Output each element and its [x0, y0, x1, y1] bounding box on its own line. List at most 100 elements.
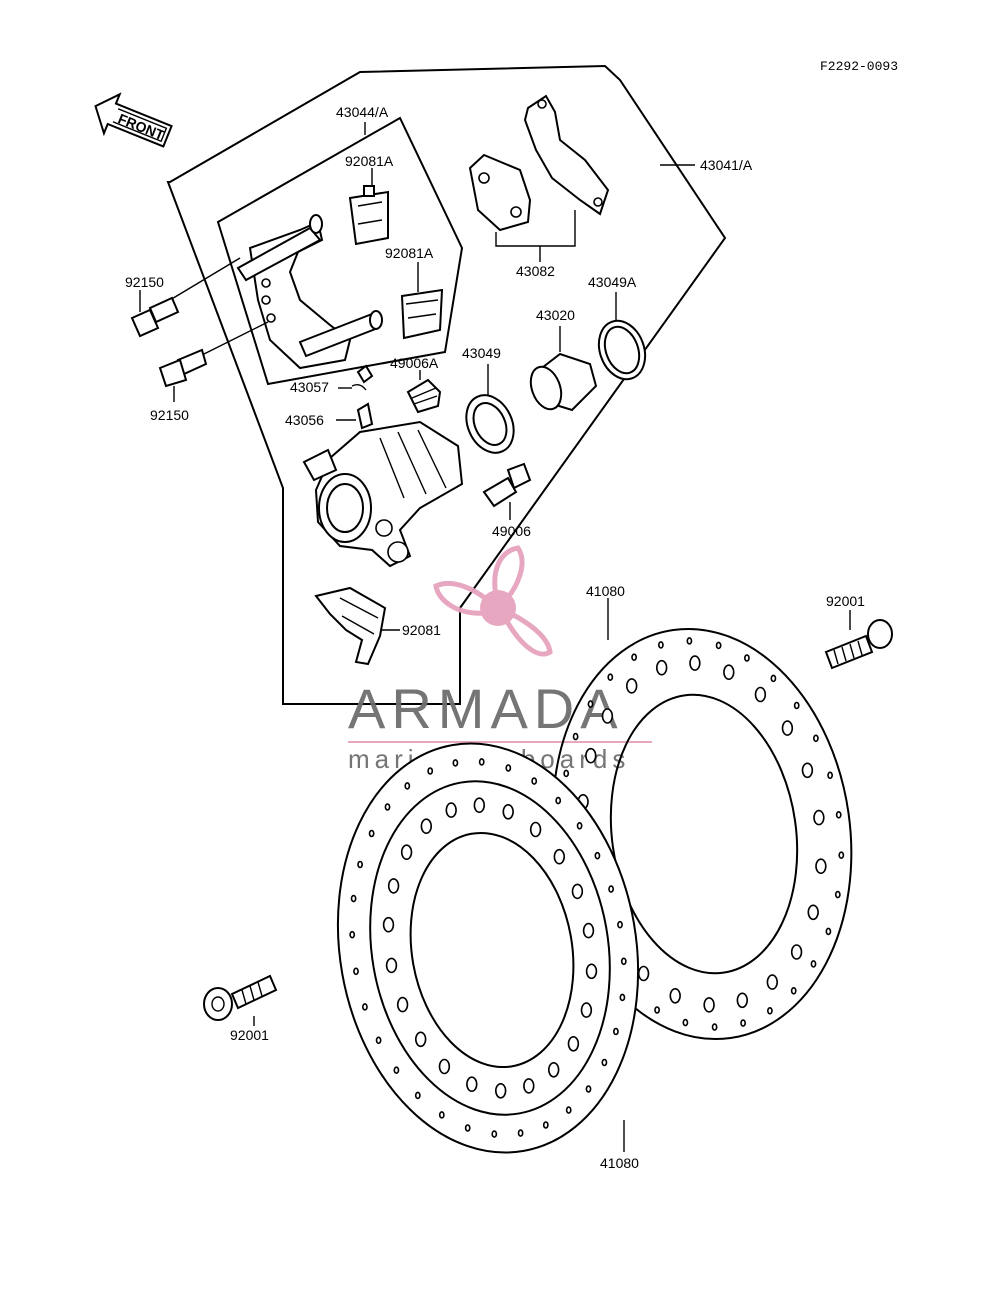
disc-hole	[585, 963, 598, 980]
disc-vent-hole	[686, 637, 693, 645]
disc-hole	[547, 1062, 560, 1078]
disc-vent-hole	[517, 1129, 524, 1137]
armada-watermark: ARMADA marine outboards	[348, 545, 652, 774]
disc-vent-hole	[619, 993, 626, 1002]
disc-vent-hole	[682, 1018, 689, 1027]
watermark-brand: ARMADA	[348, 677, 624, 740]
label-43049A: 43049A	[588, 274, 637, 290]
disc-vent-hole	[393, 1066, 400, 1074]
disc-hole	[495, 1083, 507, 1099]
label-92081: 92081	[402, 622, 441, 638]
disc-hole	[637, 965, 650, 982]
pad-spring-92081	[314, 586, 387, 666]
disc-hole	[655, 659, 668, 676]
disc-hole	[385, 957, 398, 974]
disc-vent-hole	[565, 1106, 572, 1114]
disc-vent-hole	[613, 1027, 619, 1036]
disc-hole	[815, 858, 827, 875]
disc-vent-hole	[438, 1111, 445, 1119]
disc-hole	[669, 987, 681, 1004]
disc-vent-hole	[617, 920, 623, 929]
label-43056: 43056	[285, 412, 324, 428]
figure-code: F2292-0093	[820, 59, 898, 74]
bracket-assembly-outline	[216, 116, 464, 386]
front-arrow-icon: FRONT	[94, 92, 173, 148]
label-41080-lower: 41080	[600, 1155, 639, 1171]
label-92001-left: 92001	[230, 1027, 269, 1043]
label-92081A-lower: 92081A	[385, 245, 434, 261]
disc-vent-hole	[834, 890, 841, 899]
disc-vent-hole	[349, 930, 356, 939]
pad-spring-lower	[400, 288, 444, 340]
disc-hole	[723, 664, 735, 681]
label-43057: 43057	[290, 379, 329, 395]
disc-vent-hole	[767, 1006, 773, 1015]
disc-vent-hole	[607, 673, 614, 682]
disc-vent-hole	[531, 777, 538, 785]
disc-hole	[553, 848, 565, 865]
disc-hole	[523, 1078, 535, 1094]
disc-vent-hole	[631, 653, 637, 662]
disc-vent-hole	[594, 851, 601, 860]
label-43049: 43049	[462, 345, 501, 361]
disc-hole	[445, 802, 457, 818]
piston-43020	[529, 352, 598, 412]
label-43044A: 43044/A	[336, 104, 389, 120]
disc-vent-hole	[740, 1019, 746, 1027]
disc-hole	[571, 883, 584, 900]
caliper-body	[302, 420, 464, 568]
label-92150-lower: 92150	[150, 407, 189, 423]
disc-hole	[807, 904, 819, 921]
disc-bolt-92001-left	[203, 974, 278, 1021]
disc-hole	[585, 747, 597, 764]
disc-vent-hole	[404, 782, 411, 790]
disc-hole	[625, 678, 638, 694]
label-43082: 43082	[516, 263, 555, 279]
disc-hole	[813, 809, 825, 826]
label-41080-upper: 41080	[586, 583, 625, 599]
disc-hole	[766, 974, 778, 990]
disc-hole	[790, 944, 803, 960]
disc-vent-hole	[464, 1124, 471, 1132]
dust-seal-43049	[465, 394, 515, 454]
label-43041A: 43041/A	[700, 157, 753, 173]
disc-vent-hole	[491, 1130, 498, 1138]
disc-vent-hole	[585, 1085, 592, 1093]
disc-hole	[582, 922, 595, 939]
disc-vent-hole	[452, 759, 459, 767]
bleeder-cap-43057	[351, 364, 374, 391]
disc-vent-hole	[427, 767, 434, 775]
disc-vent-hole	[384, 803, 391, 811]
disc-hole	[415, 1031, 427, 1048]
disc-hole	[580, 1002, 593, 1018]
bolt-92150-lower	[158, 321, 269, 388]
disc-vent-hole	[505, 764, 512, 772]
disc-vent-hole	[414, 1091, 421, 1100]
disc-hole	[601, 708, 614, 724]
disc-hole	[801, 762, 814, 779]
disc-vent-hole	[357, 860, 363, 869]
disc-hole	[567, 1036, 580, 1052]
label-49006: 49006	[492, 523, 531, 539]
slide-pin-49006	[482, 462, 532, 508]
disc-hole	[466, 1076, 478, 1092]
disc-vent-hole	[711, 1023, 718, 1031]
disc-hole	[502, 803, 514, 820]
disc-hole	[529, 821, 542, 838]
disc-hole	[396, 996, 409, 1013]
brake-pad-right	[523, 94, 610, 216]
label-49006A: 49006A	[390, 355, 439, 371]
pad-spring-upper	[348, 185, 389, 246]
disc-vent-hole	[658, 641, 664, 649]
disc-vent-hole	[478, 758, 485, 766]
disc-vent-hole	[563, 769, 570, 778]
disc-hole	[387, 878, 400, 894]
disc-vent-hole	[555, 796, 562, 805]
disc-hole	[781, 720, 794, 736]
disc-vent-hole	[361, 1003, 368, 1011]
disc-vent-hole	[350, 894, 357, 903]
brake-pad-left	[468, 153, 532, 232]
disc-hole	[473, 797, 485, 814]
disc-vent-hole	[620, 957, 627, 966]
caliper-assembly-outline	[166, 64, 727, 705]
